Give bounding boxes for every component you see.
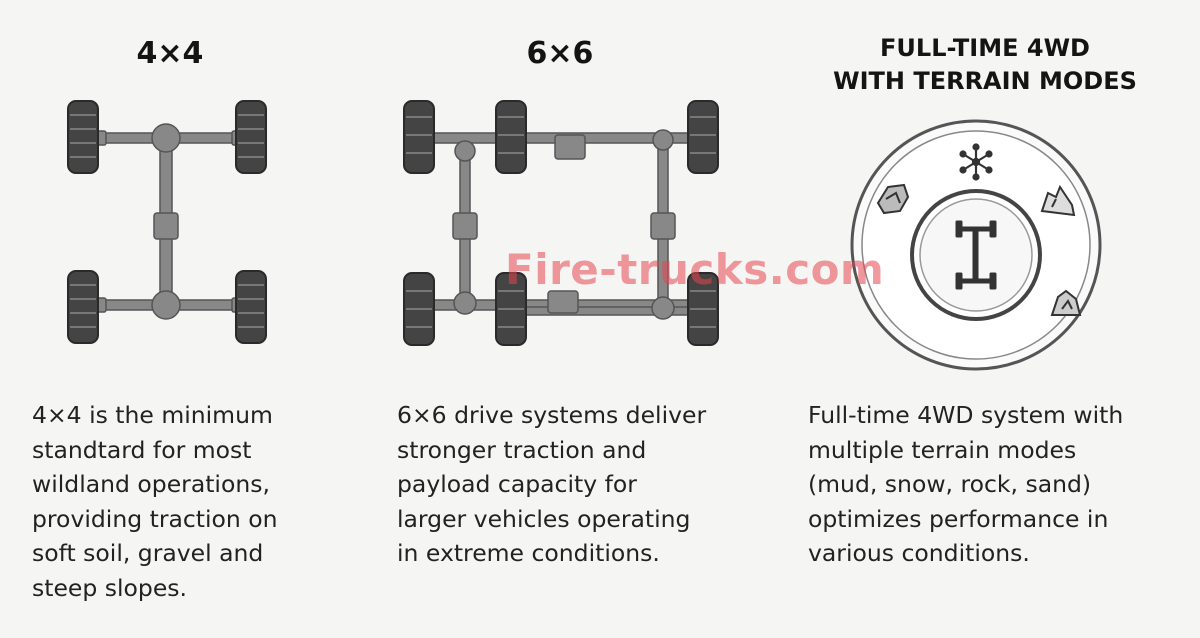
title-line: WITH TERRAIN MODES xyxy=(833,67,1137,95)
desc-line: multiple terrain modes xyxy=(808,435,1077,464)
desc-line: standtard for most xyxy=(32,435,252,464)
desc-line: stronger traction and xyxy=(397,435,647,464)
desc-line: payload capacity for xyxy=(397,470,637,498)
tire-icon xyxy=(67,100,267,344)
panel-description: Full-time 4WD system with multiple terra… xyxy=(808,398,1123,571)
desc-line: steep slopes. xyxy=(32,573,187,602)
desc-line: in extreme conditions. xyxy=(397,539,660,567)
desc-line: 6×6 drive systems deliver xyxy=(397,401,707,429)
chassis-icon xyxy=(955,220,997,290)
desc-line: providing traction on xyxy=(32,504,278,533)
desc-line: (mud, snow, rock, sand) xyxy=(808,470,1092,498)
panel-4x4: 4×4 xyxy=(0,0,340,638)
panel-title: FULL-TIME 4WD WITH TERRAIN MODES xyxy=(790,32,1180,98)
desc-line: Full-time 4WD system with xyxy=(808,401,1124,429)
panel-title: 6×6 xyxy=(526,36,594,71)
rock-icon xyxy=(1040,184,1076,217)
terrain-mode-dial xyxy=(850,119,1102,371)
drivetrain-4x4-diagram xyxy=(67,100,267,344)
desc-line: wildland operations, xyxy=(32,470,270,498)
panel-description: 6×6 drive systems deliver stronger tract… xyxy=(397,398,706,571)
desc-line: soft soil, gravel and xyxy=(32,539,264,567)
snowflake-icon xyxy=(959,143,993,181)
panel-full-time-4wd: FULL-TIME 4WD WITH TERRAIN MODES xyxy=(790,0,1200,638)
panel-6x6: 6×6 xyxy=(380,0,760,638)
desc-line: optimizes performance in xyxy=(808,504,1109,533)
sand-icon xyxy=(1050,289,1082,316)
desc-line: 4×4 is the minimum xyxy=(32,401,273,429)
desc-line: larger vehicles operating xyxy=(397,504,691,533)
desc-line: various conditions. xyxy=(808,539,1030,567)
drivetrain-6x6-diagram xyxy=(403,100,719,346)
panel-title: 4×4 xyxy=(136,36,204,71)
panel-description: 4×4 is the minimum standtard for most wi… xyxy=(32,398,278,605)
title-line: FULL-TIME 4WD xyxy=(880,34,1090,62)
mud-icon xyxy=(876,183,910,215)
watermark: Fire-trucks.com xyxy=(505,245,885,294)
